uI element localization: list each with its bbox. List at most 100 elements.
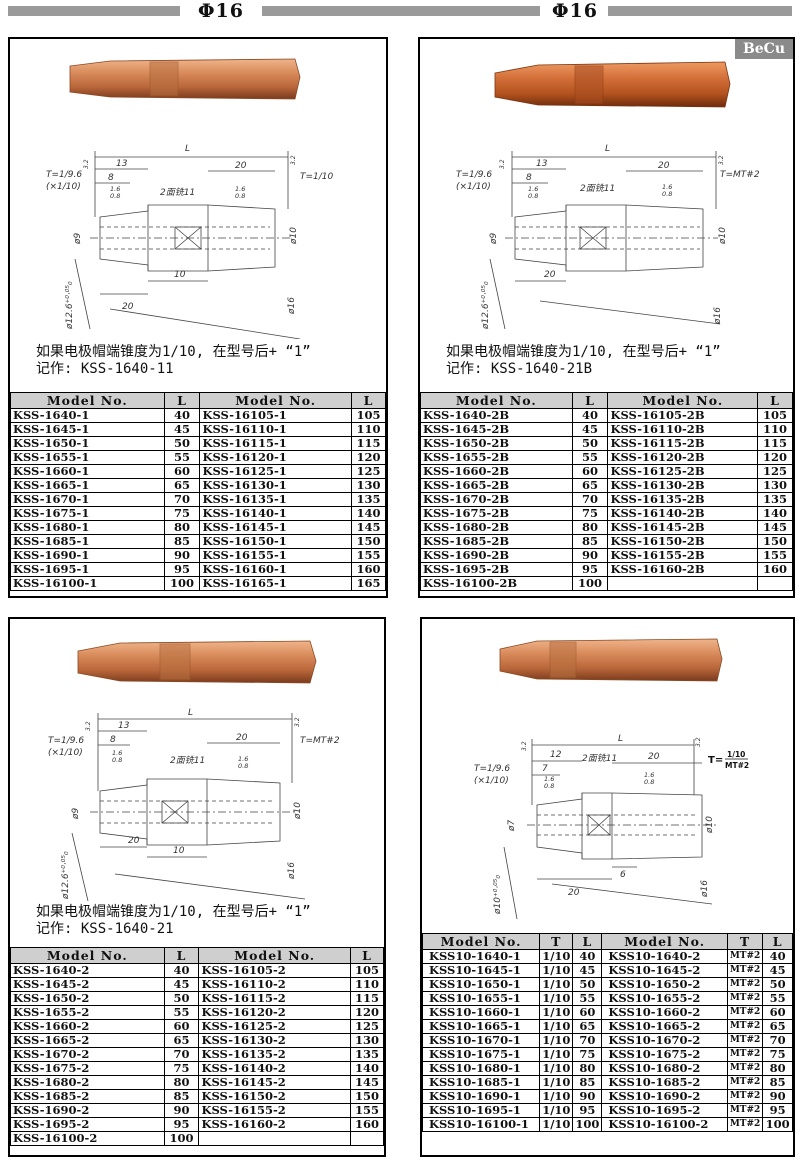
label-rough-sub: 0.8	[112, 756, 122, 764]
cell-model: KSS-16115-2	[198, 991, 351, 1006]
cell-taper: 1/10	[539, 1005, 574, 1020]
cell-length: 150	[757, 534, 793, 549]
cell-model: KSS-1685-2	[10, 1089, 165, 1104]
cell-model: KSS-1695-1	[10, 562, 165, 577]
cell-length: 70	[571, 492, 609, 507]
cell-length: 105	[350, 963, 384, 978]
cell-taper: 1/10	[539, 963, 574, 978]
cell-length: 75	[572, 1047, 603, 1062]
drawing-labels: L 12 7 20 20 6 T=1/9.6 (×1/10) 2面铣11 1.6…	[474, 734, 715, 915]
cell-length: 120	[757, 450, 793, 465]
header-l-a: L	[163, 392, 201, 409]
cell-model: KSS-1665-1	[10, 478, 165, 493]
cell-length: 55	[163, 1005, 200, 1020]
label-dia16: ø16	[287, 297, 297, 315]
cell-model	[607, 576, 759, 591]
cell-length: 60	[571, 464, 609, 479]
cell-model: KSS-1670-1	[10, 492, 165, 507]
taper-note: 如果电极帽端锥度为1/10, 在型号后+ “1” 记作: KSS-1640-21	[36, 904, 311, 938]
cell-taper: MT#2	[726, 1047, 764, 1062]
cell-model: KSS-16160-2B	[607, 562, 759, 577]
cell-model: KSS-16150-2	[198, 1089, 351, 1104]
panel-bottom-right: L 12 7 20 20 6 T=1/9.6 (×1/10) 2面铣11 1.6…	[420, 617, 795, 1157]
drawing-labels: L 13 8 20 20 10 T=1/9.6 (×1/10) T=1/10 2…	[46, 144, 334, 330]
cell-length: 75	[163, 1061, 200, 1076]
label-r32-left: 3.2	[521, 741, 528, 751]
panel-top-right: BeCu L 13 8 20 2	[418, 37, 795, 598]
header-model-a: Model No.	[420, 392, 573, 409]
label-taper-frac-num: 1/10	[727, 750, 745, 759]
cell-taper: MT#2	[726, 1103, 764, 1118]
cell-model: KSS-16115-1	[199, 436, 353, 451]
header-title-right: Φ16	[552, 0, 598, 22]
cell-model: KSS10-16100-1	[422, 1117, 541, 1132]
cell-model: KSS-16130-2	[198, 1033, 351, 1048]
cell-length: 95	[762, 1103, 793, 1118]
label-8: 8	[108, 173, 114, 183]
label-10: 10	[173, 846, 185, 856]
cell-model: KSS-1645-2	[10, 977, 165, 992]
cell-model: KSS-1685-1	[10, 534, 165, 549]
label-r32-left: 3.2	[85, 721, 92, 731]
cell-length: 100	[163, 576, 201, 591]
taper-note: 如果电极帽端锥度为1/10, 在型号后+ “1” 记作: KSS-1640-11	[36, 344, 311, 378]
label-flat: 2面铣11	[582, 753, 617, 764]
cell-model: KSS-1645-2B	[420, 422, 573, 437]
label-r32-right: 3.2	[718, 155, 725, 165]
cell-taper: 1/10	[539, 1117, 574, 1132]
electrode-drawing: L 13 8 20 20 T=1/9.6 (×1/10) T=MT#2 2面铣1…	[456, 61, 760, 330]
cell-model: KSS-1650-2	[10, 991, 165, 1006]
cell-model: KSS-16105-2	[198, 963, 351, 978]
cell-model: KSS-16150-2B	[607, 534, 759, 549]
cell-model: KSS-1680-2	[10, 1075, 165, 1090]
cell-length: 40	[571, 408, 609, 423]
cell-model: KSS-1640-1	[10, 408, 165, 423]
cell-length: 45	[762, 963, 793, 978]
label-rough-sub: 0.8	[528, 192, 538, 200]
cell-length: 80	[163, 1075, 200, 1090]
electrode-photo	[69, 58, 301, 100]
taper-note-line2: 记作: KSS-1640-11	[36, 361, 174, 377]
header-l-b: L	[350, 947, 384, 964]
label-taper-frac-den: MT#2	[725, 761, 749, 770]
cell-model: KSS-1680-2B	[420, 520, 573, 535]
label-rough: 1.6	[112, 749, 122, 757]
header-band-left-1	[8, 6, 180, 16]
cell-length: 120	[350, 1005, 384, 1020]
cell-model: KSS10-1670-2	[601, 1033, 728, 1048]
cell-taper: 1/10	[539, 1047, 574, 1062]
technical-drawing	[503, 739, 717, 920]
cell-taper: MT#2	[726, 1019, 764, 1034]
cell-length: 80	[571, 520, 609, 535]
label-dia16: ø16	[287, 862, 297, 880]
cell-length: 140	[351, 506, 386, 521]
cell-length: 50	[762, 977, 793, 992]
cell-taper: MT#2	[726, 977, 764, 992]
cell-length: 50	[163, 991, 200, 1006]
cell-length	[350, 1131, 384, 1146]
panel-top-left: L 13 8 20 20 10 T=1/9.6 (×1/10) T=1/10 2…	[8, 37, 388, 598]
cell-length: 115	[757, 436, 793, 451]
label-taper-left: T=1/9.6	[46, 170, 82, 180]
cell-model: KSS-1680-1	[10, 520, 165, 535]
cell-taper: 1/10	[539, 977, 574, 992]
cell-model: KSS10-1685-1	[422, 1075, 541, 1090]
cell-model: KSS10-1690-2	[601, 1089, 728, 1104]
cell-model: KSS10-1675-1	[422, 1047, 541, 1062]
table-header-row: Model No. L Model No. L	[10, 947, 384, 964]
header-title-left: Φ16	[198, 0, 244, 22]
cell-model: KSS-16135-2	[198, 1047, 351, 1062]
cell-model: KSS-16140-2B	[607, 506, 759, 521]
cell-length: 50	[572, 977, 603, 992]
